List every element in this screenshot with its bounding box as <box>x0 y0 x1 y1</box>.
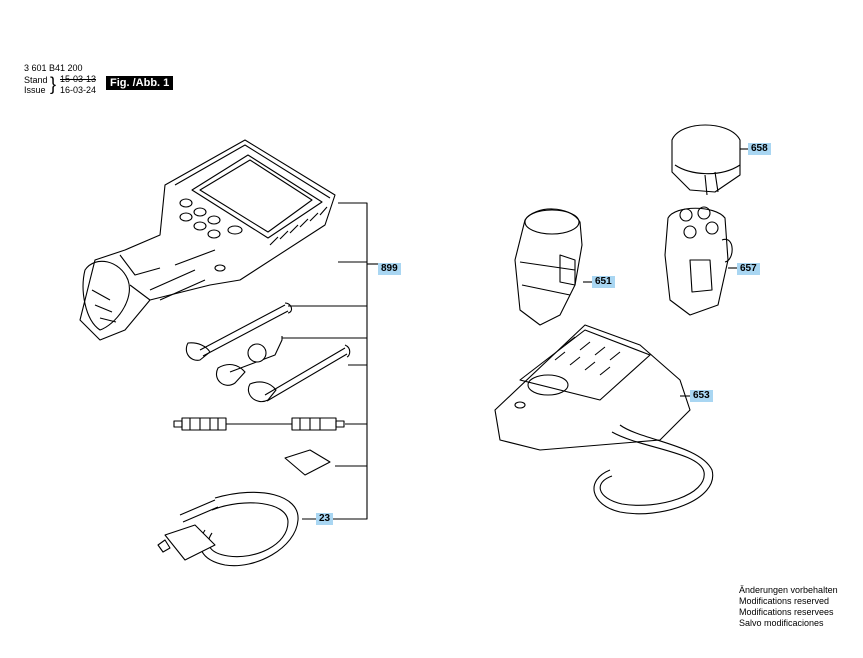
battery-cap-658 <box>671 124 741 196</box>
usb-cable <box>173 417 345 431</box>
stand-label: Stand <box>24 75 48 85</box>
note-line: Änderungen vorbehalten <box>739 585 838 595</box>
camera-illustration <box>79 139 336 341</box>
holder-1 <box>185 302 293 361</box>
battery-651 <box>514 208 583 326</box>
note-line: Modifications reservees <box>739 607 834 617</box>
charger-653 <box>494 324 714 515</box>
callout-658: 658 <box>748 143 771 155</box>
note-line: Modifications reserved <box>739 596 830 606</box>
probe-cable <box>157 491 299 567</box>
callout-651: 651 <box>592 276 615 288</box>
part-number: 3 601 B41 200 <box>24 63 83 73</box>
callout-23: 23 <box>316 513 334 525</box>
callout-899: 899 <box>378 263 401 275</box>
stand-date: 15-03-13 <box>60 74 97 84</box>
note-line: Salvo modificaciones <box>739 618 824 628</box>
callout-653: 653 <box>690 390 713 402</box>
holder-3 <box>248 344 351 402</box>
callout-657: 657 <box>737 263 760 275</box>
modification-notes: Änderungen vorbehalten Modifications res… <box>739 585 838 629</box>
issue-date: 16-03-24 <box>60 85 97 95</box>
brace-icon: } <box>50 74 57 94</box>
issue-label: Issue <box>24 85 46 95</box>
battery-adapter-657 <box>664 206 733 316</box>
figure-label: Fig. /Abb. 1 <box>106 76 174 90</box>
holder-2 <box>216 336 283 386</box>
sd-card <box>284 449 331 476</box>
